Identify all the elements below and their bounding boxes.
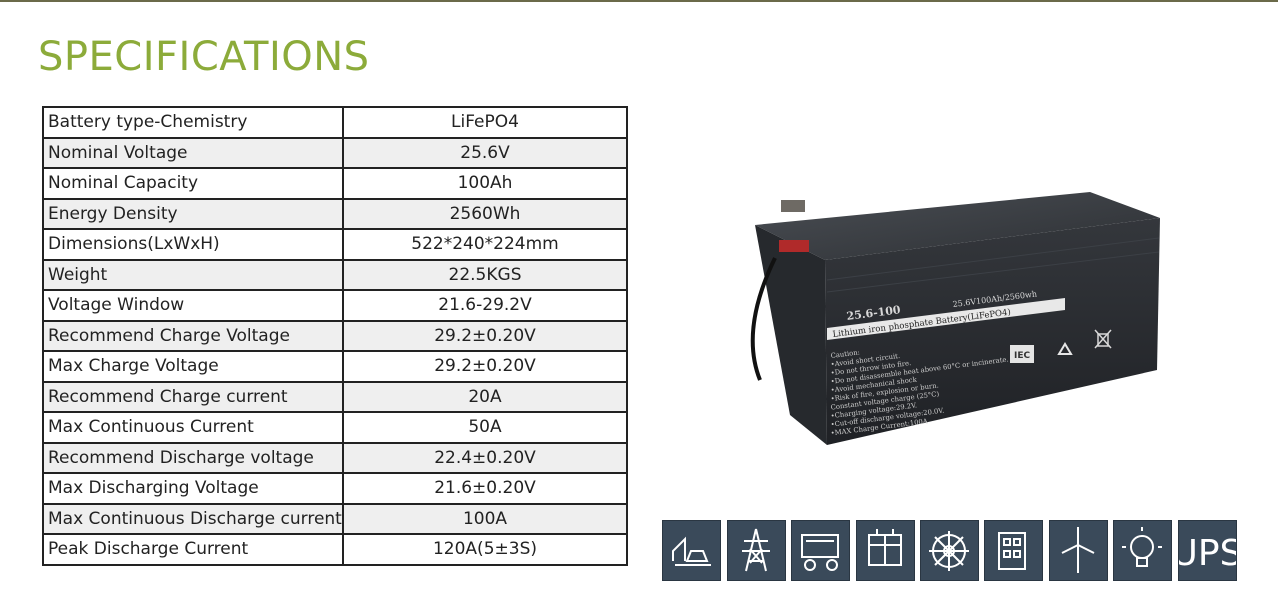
battery-lid (755, 192, 1160, 260)
positive-terminal-icon (779, 240, 809, 252)
ups-text: UPS (1179, 533, 1236, 574)
spec-label: Nominal Capacity (42, 167, 344, 200)
building-icon (984, 520, 1043, 581)
battery-front (825, 218, 1160, 445)
spec-label: Peak Discharge Current (42, 533, 344, 566)
wind-turbine-icon (1049, 520, 1108, 581)
spec-value: 29.2±0.20V (342, 350, 628, 383)
top-divider (0, 0, 1278, 2)
handle-icon (750, 257, 777, 381)
spec-label: Battery type-Chemistry (42, 106, 344, 139)
spec-value: 22.4±0.20V (342, 441, 628, 474)
ups-icon: UPS (1178, 520, 1237, 581)
solar-home-icon (662, 520, 721, 581)
spec-value: 50A (342, 411, 628, 444)
caution-line: Caution: (830, 348, 860, 360)
spec-label: Energy Density (42, 197, 344, 230)
spec-label: Recommend Discharge voltage (42, 441, 344, 474)
spec-row: Dimensions(LxWxH)522*240*224mm (42, 228, 628, 261)
spec-value: 2560Wh (342, 197, 628, 230)
recycle-icon (1057, 342, 1073, 355)
spec-value: 22.5KGS (342, 258, 628, 291)
spec-value: 20A (342, 380, 628, 413)
cert-badge (1010, 345, 1034, 363)
spec-label: Dimensions(LxWxH) (42, 228, 344, 261)
spec-label: Recommend Charge Voltage (42, 319, 344, 352)
spec-value: 120A(5±3S) (342, 533, 628, 566)
battery-image: Lithium iron phosphate Battery(LiFePO4) … (735, 180, 1175, 500)
spec-value: 21.6±0.20V (342, 472, 628, 505)
spec-value: 100A (342, 502, 628, 535)
spec-label: Max Discharging Voltage (42, 472, 344, 505)
spec-value: 21.6-29.2V (342, 289, 628, 322)
spec-value: LiFePO4 (342, 106, 628, 139)
spec-label: Weight (42, 258, 344, 291)
light-bulb-icon (1113, 520, 1172, 581)
spec-value: 522*240*224mm (342, 228, 628, 261)
ship-wheel-icon (920, 520, 979, 581)
spec-label: Recommend Charge current (42, 380, 344, 413)
spec-value: 25.6V (342, 136, 628, 169)
terminal-icon (781, 200, 805, 212)
golf-cart-icon (791, 520, 850, 581)
chemistry-band (827, 298, 1065, 340)
page-title: SPECIFICATIONS (38, 34, 370, 80)
spec-label: Max Charge Voltage (42, 350, 344, 383)
spec-value: 29.2±0.20V (342, 319, 628, 352)
spec-label: Nominal Voltage (42, 136, 344, 169)
battery-side (755, 225, 827, 445)
spec-label: Max Continuous Discharge current (42, 502, 344, 535)
no-trash-icon (1094, 329, 1112, 349)
cert-badge-text: IEC (1014, 351, 1030, 361)
power-tower-icon (727, 520, 786, 581)
spec-label: Voltage Window (42, 289, 344, 322)
solar-panel-icon (856, 520, 915, 581)
spec-value: 100Ah (342, 167, 628, 200)
battery-illustration: Lithium iron phosphate Battery(LiFePO4) … (750, 192, 1160, 445)
spec-label: Max Continuous Current (42, 411, 344, 444)
